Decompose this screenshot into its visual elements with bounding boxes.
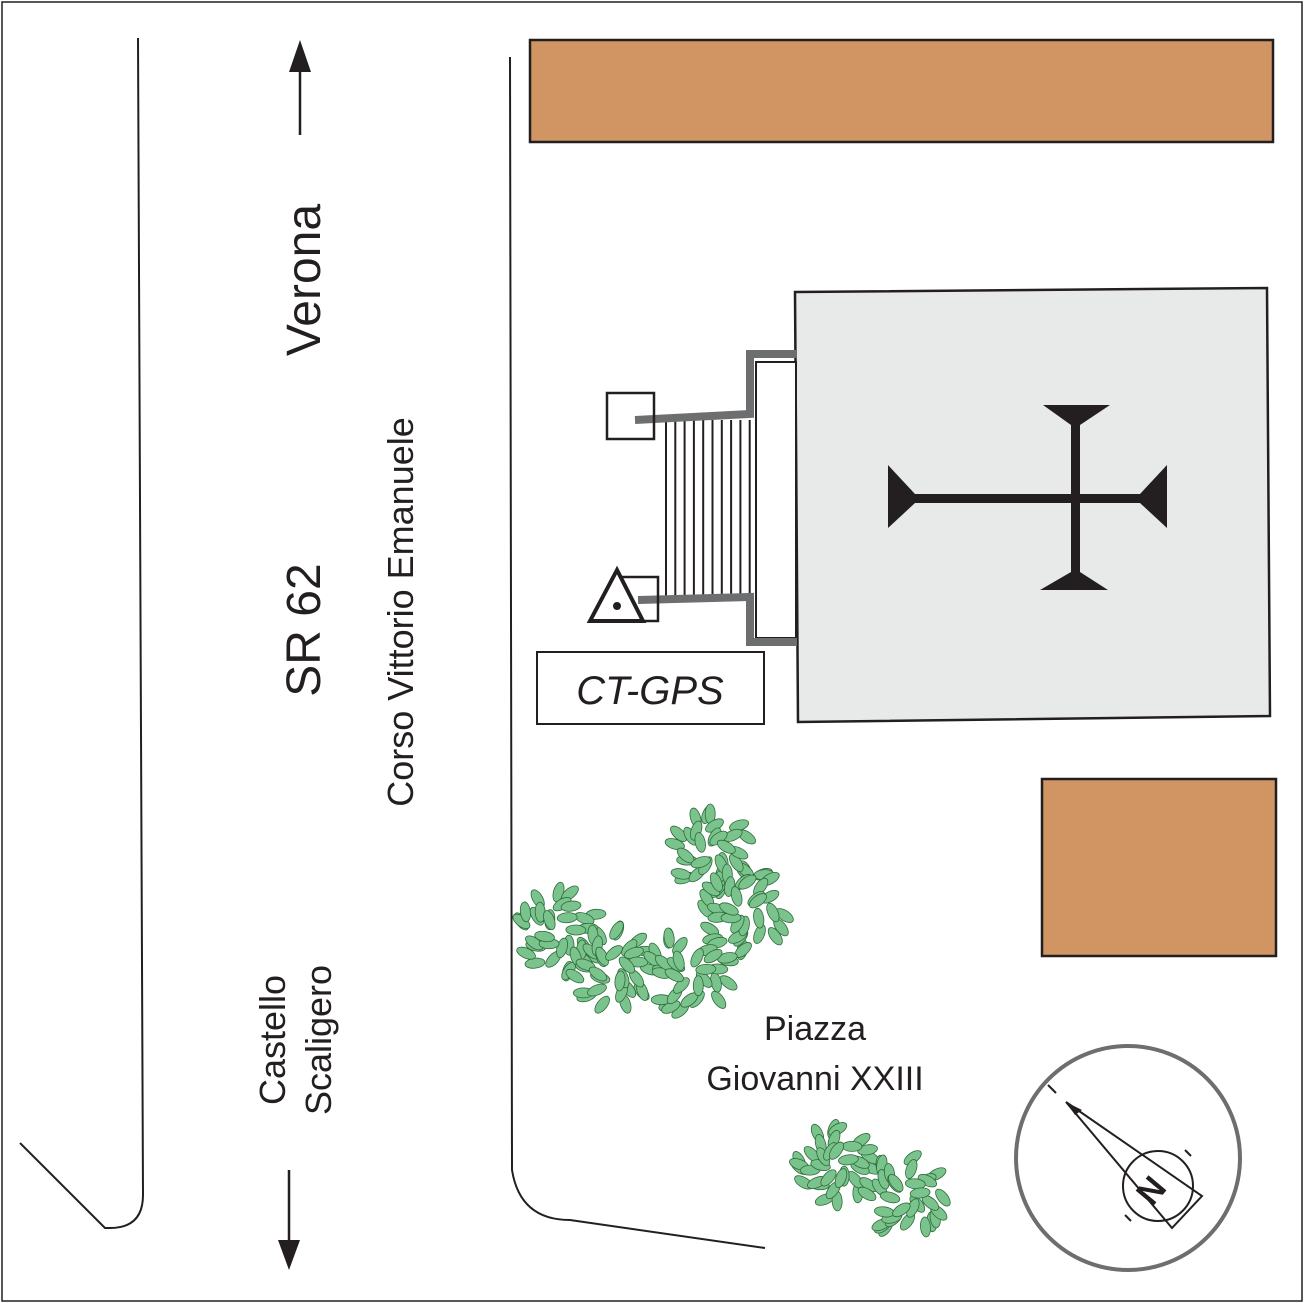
tree-leaf xyxy=(717,952,738,964)
tree-leaf xyxy=(670,825,688,842)
tree-leaf xyxy=(695,963,717,975)
tree-leaf xyxy=(828,1141,845,1160)
label-verona: Verona xyxy=(278,204,331,356)
tree-leaf xyxy=(879,1191,901,1204)
arrow-down-icon xyxy=(278,1170,300,1270)
tree-leaf xyxy=(738,874,757,890)
label-castle-1: Castello xyxy=(252,975,293,1105)
station-label-box xyxy=(536,651,765,725)
tree-leaf xyxy=(888,1173,904,1192)
tree-leaf xyxy=(857,1186,877,1202)
tree-leaf xyxy=(605,945,623,961)
label-station: CT-GPS xyxy=(576,669,724,713)
tree-leaf xyxy=(594,995,610,1014)
tree-leaf xyxy=(618,956,636,974)
tree-leaf xyxy=(753,907,765,929)
tree-leaf xyxy=(672,950,685,971)
tree-leaf xyxy=(690,948,704,968)
tree-leaf xyxy=(857,1144,878,1156)
tree-leaf xyxy=(565,924,587,936)
tree-leaf xyxy=(719,975,738,991)
tree-leaf xyxy=(543,910,556,931)
arrow-up-icon xyxy=(289,40,311,135)
tree-icon xyxy=(789,1119,881,1212)
tree-leaf xyxy=(766,902,780,923)
north-compass-icon: N xyxy=(1014,1044,1242,1272)
tree-leaf xyxy=(730,886,743,907)
tree-leaf xyxy=(838,1154,859,1166)
tree-leaf xyxy=(560,900,582,912)
label-square-2: Giovanni XXIII xyxy=(706,1060,923,1098)
road-edge-east xyxy=(509,56,766,1249)
road-edge-west xyxy=(19,37,145,1229)
tree-leaf xyxy=(556,912,578,924)
label-castle-2: Scaligero xyxy=(298,965,339,1115)
tree-leaf xyxy=(690,856,711,869)
tree-leaf xyxy=(692,975,704,997)
label-square-1: Piazza xyxy=(764,1010,866,1048)
tree-leaf xyxy=(748,893,768,909)
tree-leaf xyxy=(834,1168,848,1189)
tree-leaf xyxy=(663,927,675,949)
tree-leaf xyxy=(588,966,608,982)
tree-leaf xyxy=(711,990,727,1009)
church-stairs xyxy=(605,350,797,646)
tree-leaf xyxy=(920,1216,931,1238)
tree-leaf xyxy=(841,1140,863,1152)
tree-leaf xyxy=(892,1202,911,1218)
tree-leaf xyxy=(703,948,723,964)
tree-leaf xyxy=(534,930,555,943)
tree-leaf xyxy=(820,1169,837,1187)
tree-leaf xyxy=(709,872,723,892)
tree-leaf xyxy=(909,1187,931,1199)
gps-station-triangle-icon xyxy=(586,565,647,623)
trees xyxy=(512,803,951,1238)
label-road-number: SR 62 xyxy=(278,563,331,696)
tree-leaf xyxy=(729,853,744,873)
tree-icon xyxy=(643,927,739,1019)
church-building xyxy=(793,286,1272,724)
label-street: Corso Vittorio Emanuele xyxy=(380,417,421,807)
pillar-north xyxy=(605,391,656,441)
tree-leaf xyxy=(694,832,706,853)
tree-icon xyxy=(697,863,794,961)
tree-leaf xyxy=(614,970,626,992)
tree-leaf xyxy=(565,968,585,984)
tree-leaf xyxy=(664,838,685,851)
building-southeast xyxy=(1040,777,1278,958)
tree-icon xyxy=(857,1150,951,1238)
church-cross-icon xyxy=(888,405,1167,590)
tree-leaf xyxy=(905,1159,918,1180)
tree-leaf xyxy=(716,839,736,854)
tree-leaf xyxy=(719,902,739,916)
tree-leaf xyxy=(935,1188,951,1207)
building-north xyxy=(528,38,1275,144)
tree-leaf xyxy=(767,927,783,946)
tree-leaf xyxy=(609,921,624,940)
tree-leaf xyxy=(587,983,607,997)
